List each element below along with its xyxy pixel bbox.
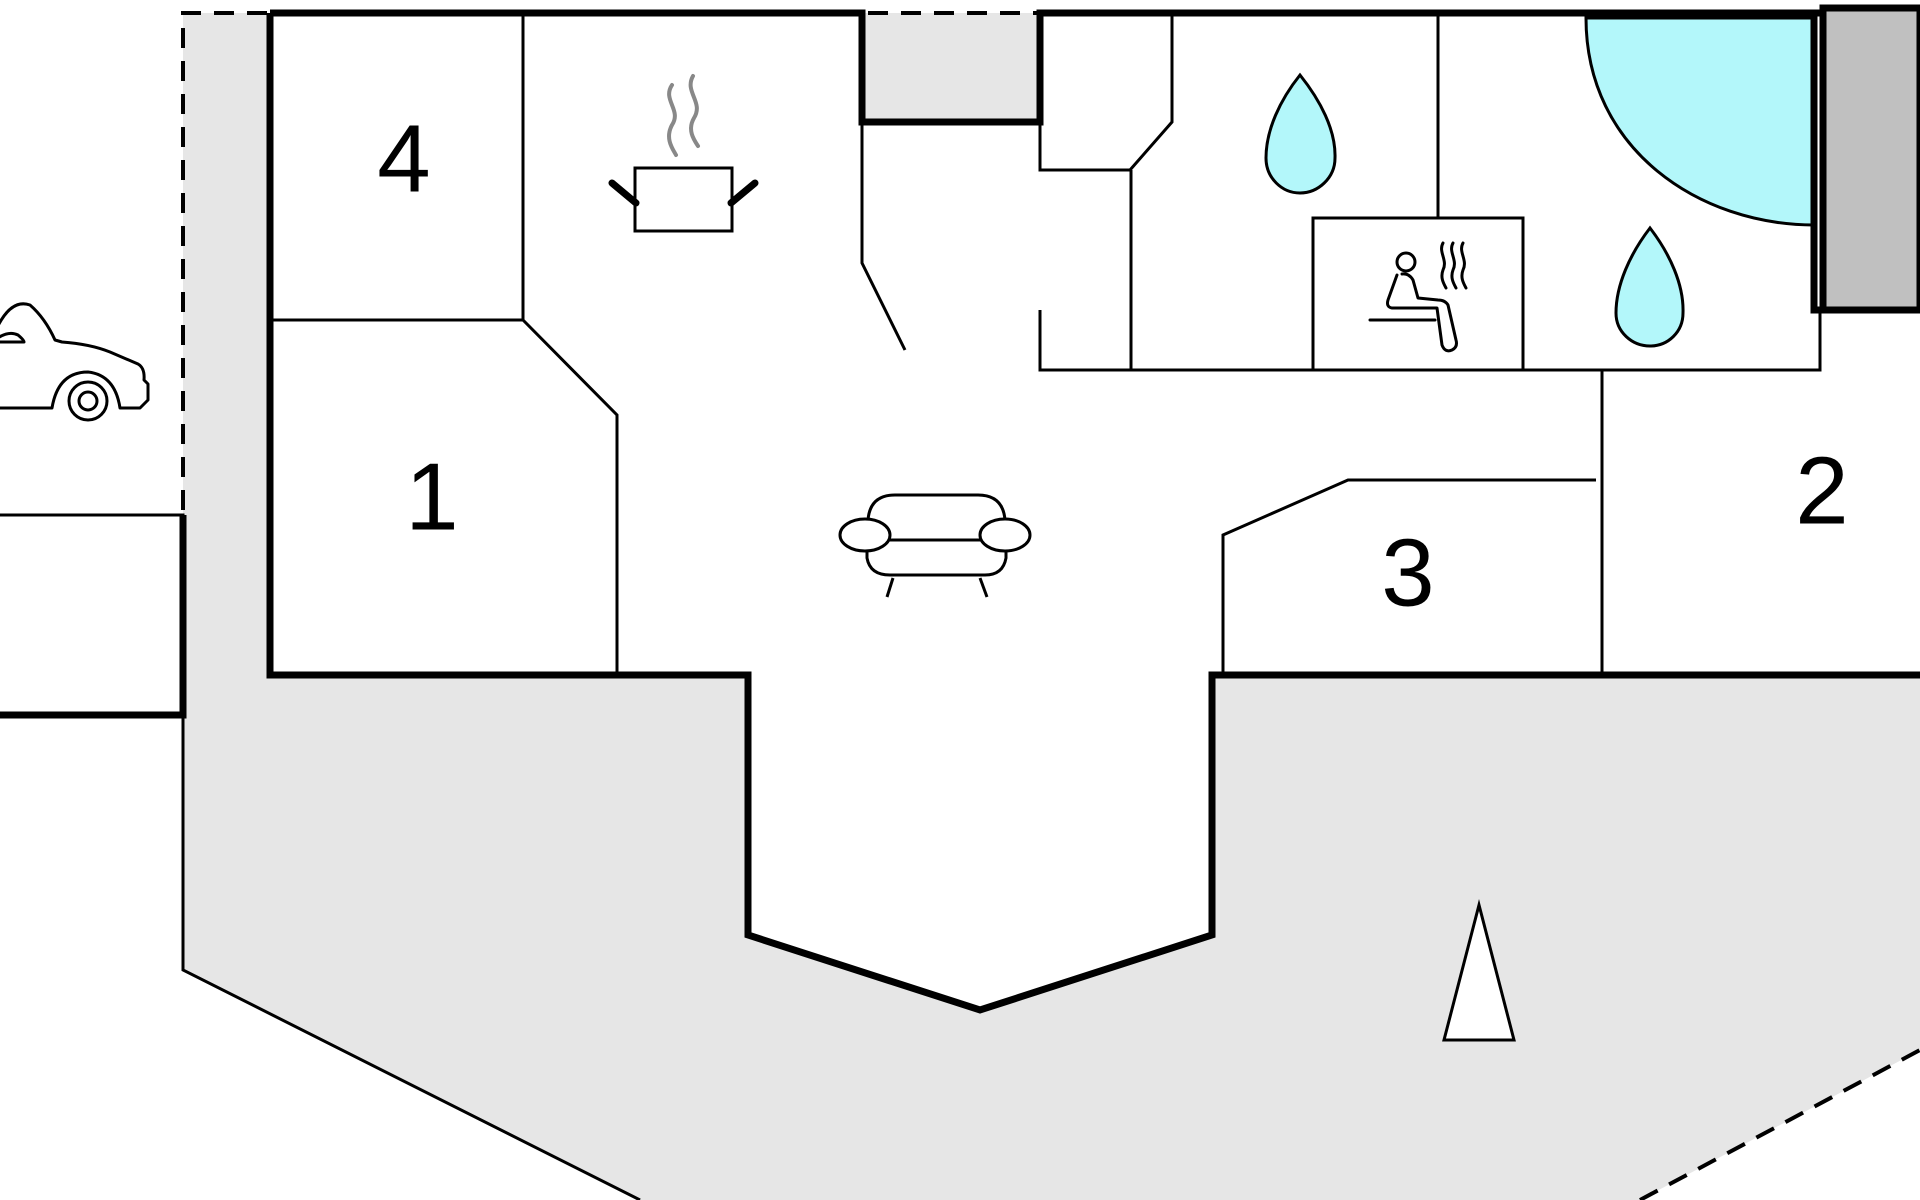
right-dashed-edge — [1639, 1048, 1920, 1200]
annex-block — [1819, 4, 1920, 314]
garage-wall-thick — [0, 515, 187, 719]
pool — [1584, 16, 1816, 227]
room-number-1: 1 — [405, 443, 458, 550]
sofa-icon — [838, 493, 1032, 598]
terrace-edge — [181, 715, 641, 1200]
terrace-dashed-edge — [181, 11, 270, 510]
room-number-4: 4 — [377, 105, 430, 212]
room-number-2: 2 — [1795, 437, 1848, 544]
terrace-triangle-icon — [1442, 899, 1516, 1042]
room-number-3: 3 — [1381, 519, 1434, 626]
water-drop-icon — [1264, 72, 1337, 195]
house-interior — [270, 13, 1920, 1010]
kitchen-pot-icon — [608, 74, 759, 233]
garage-block — [0, 515, 183, 715]
water-drop-icon — [1614, 225, 1685, 348]
interior-walls — [270, 13, 1822, 675]
car-icon — [0, 302, 150, 422]
sauna-icon — [1368, 241, 1468, 353]
